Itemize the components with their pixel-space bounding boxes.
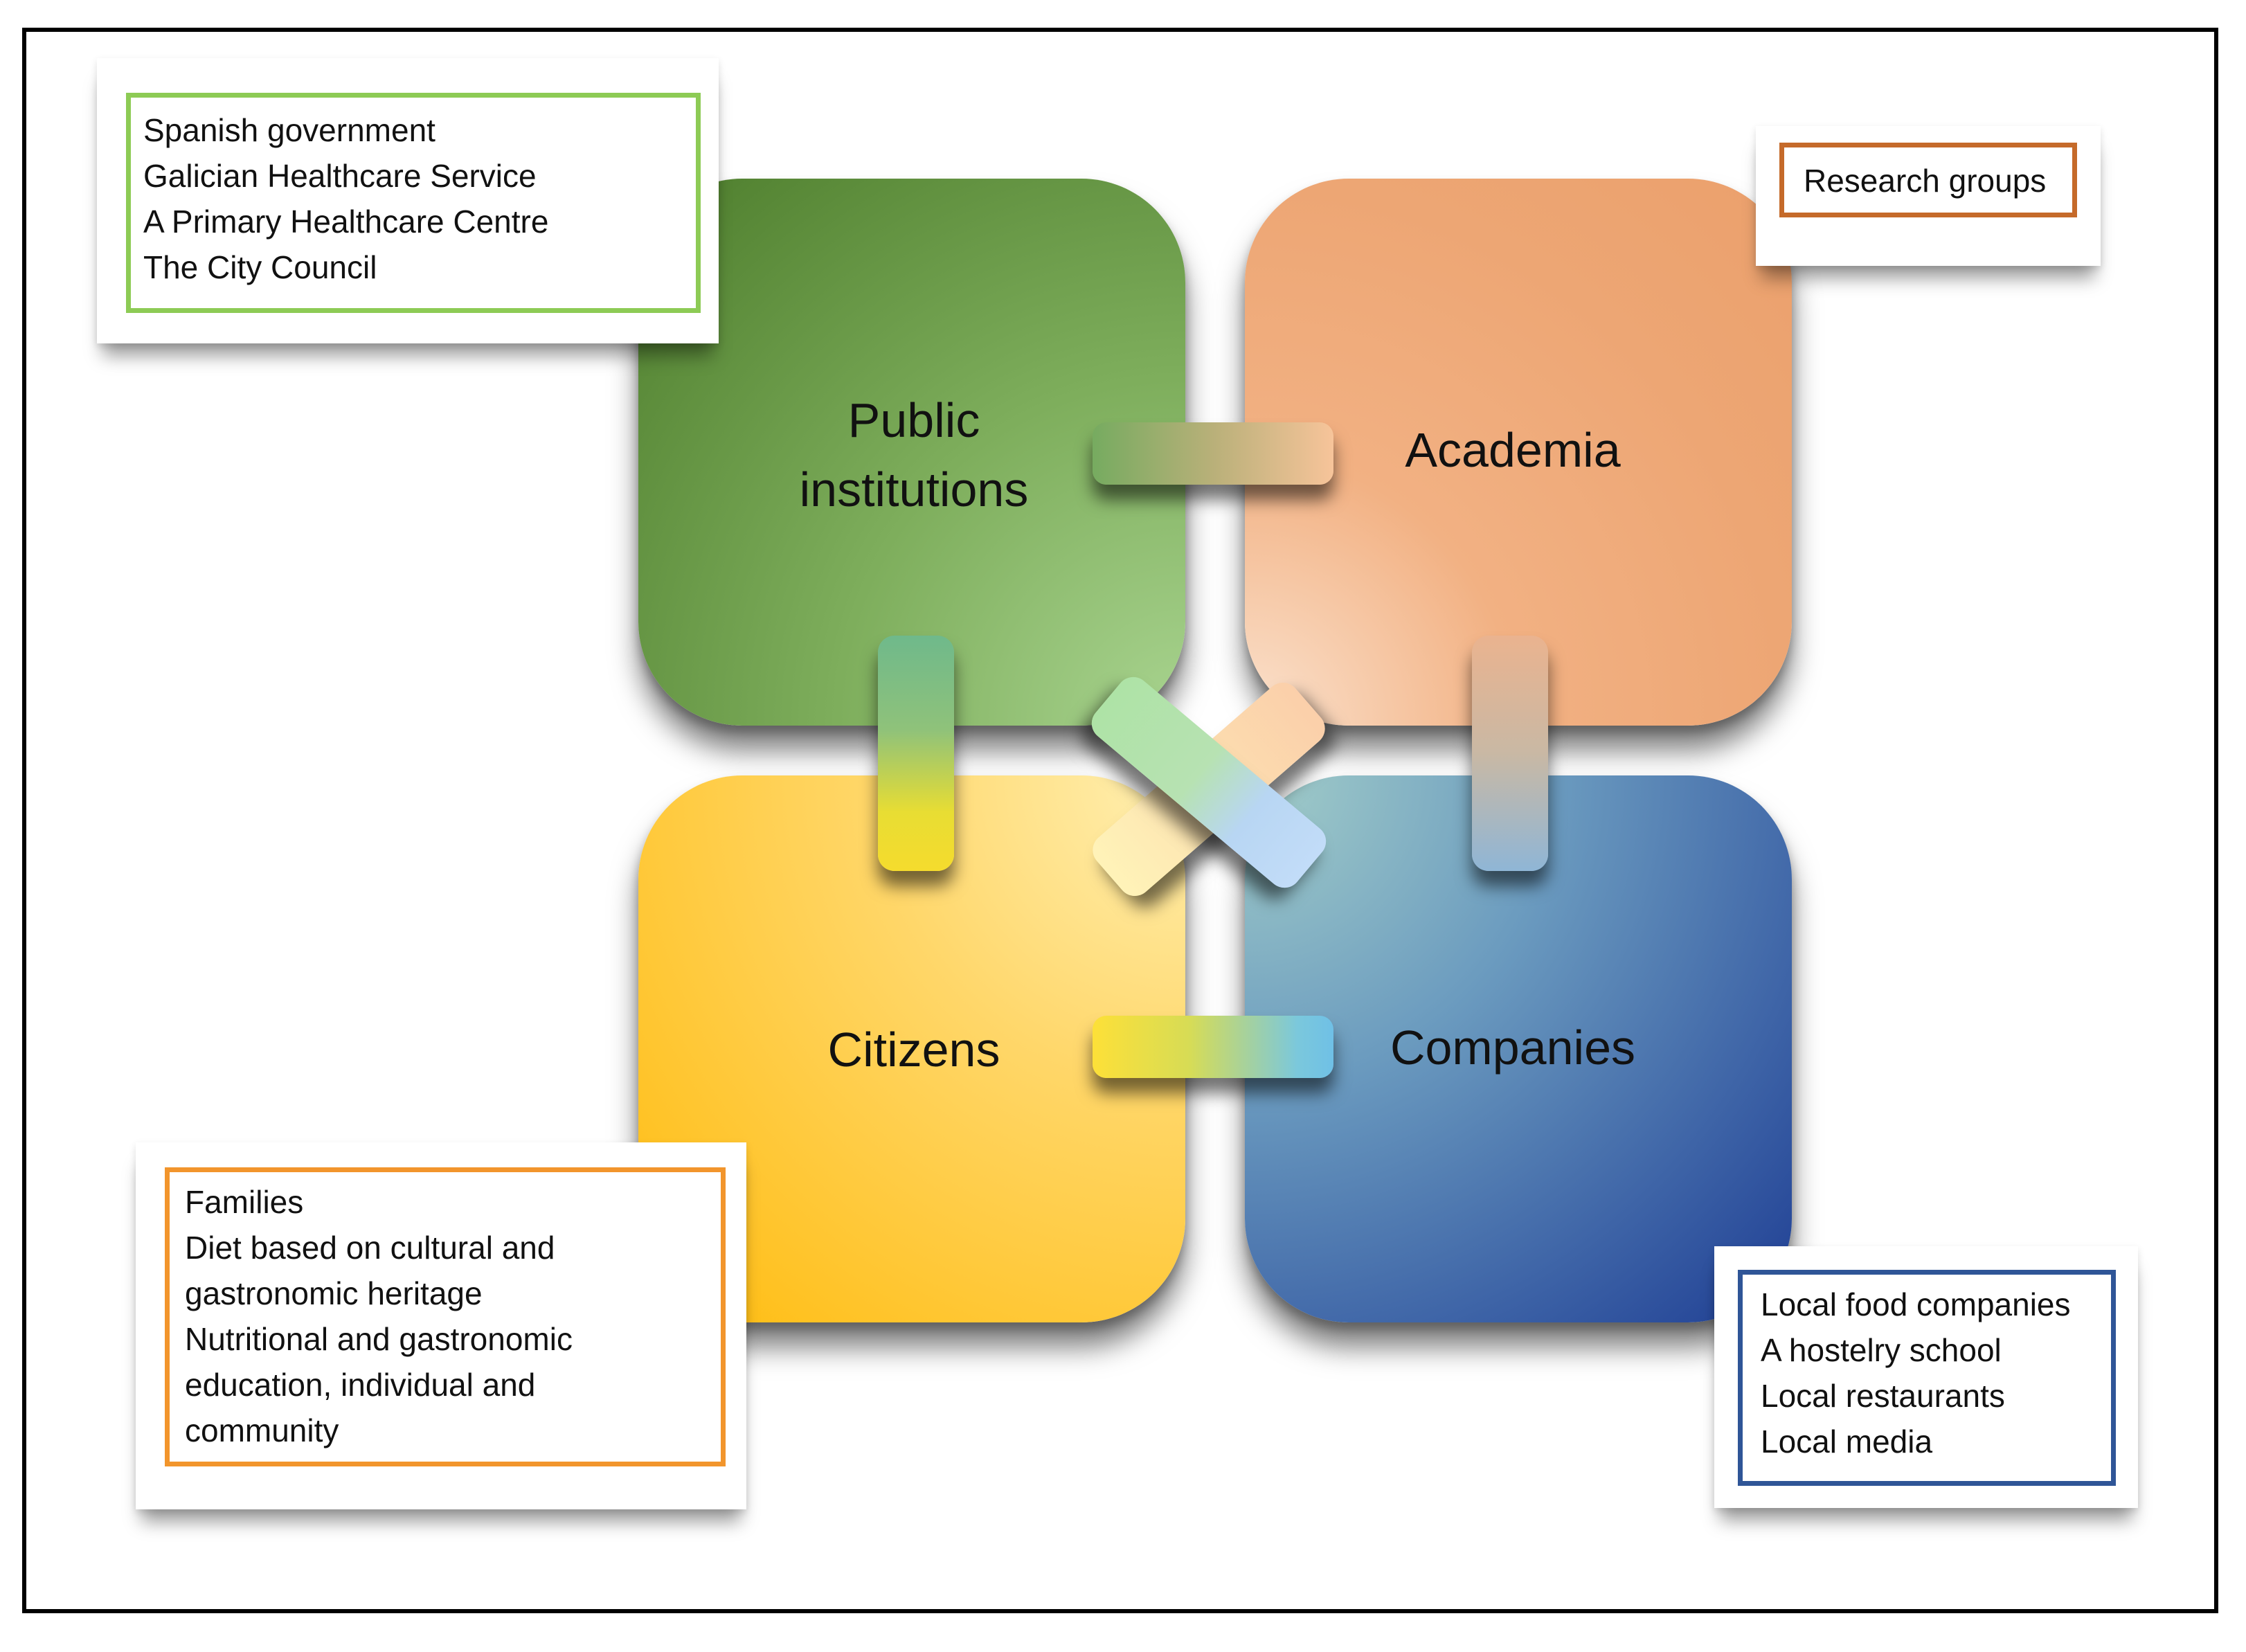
note-line: education, individual and xyxy=(185,1367,536,1403)
note-line: Research groups xyxy=(1804,163,2047,199)
label-citizens: Citizens xyxy=(827,1023,1000,1077)
note-line: Families xyxy=(185,1184,304,1220)
label-academia: Academia xyxy=(1405,423,1621,477)
note-line: Local restaurants xyxy=(1761,1378,2005,1414)
label-companies: Companies xyxy=(1390,1021,1636,1075)
note-line: A hostelry school xyxy=(1761,1332,2002,1368)
label-public-institutions: Public institutions xyxy=(799,393,1029,517)
note-line: community xyxy=(185,1412,339,1448)
connector-citizens-companies xyxy=(1093,1016,1333,1078)
connector-public-citizens xyxy=(878,636,954,871)
quadrant-academia xyxy=(1245,179,1792,726)
note-line: A Primary Healthcare Centre xyxy=(143,204,549,240)
note-line: Local food companies xyxy=(1761,1286,2071,1322)
note-line: Nutritional and gastronomic xyxy=(185,1321,573,1357)
note-companies: Local food companies A hostelry school L… xyxy=(1738,1270,2116,1486)
note-academia: Research groups xyxy=(1779,143,2077,217)
note-line: gastronomic heritage xyxy=(185,1275,483,1311)
note-line: Local media xyxy=(1761,1424,1933,1460)
connector-academia-companies xyxy=(1472,636,1548,871)
connector-public-academia xyxy=(1093,422,1333,485)
note-citizens: Families Diet based on cultural and gast… xyxy=(165,1167,726,1466)
note-public-institutions: Spanish government Galician Healthcare S… xyxy=(126,93,701,313)
note-line: The City Council xyxy=(143,249,377,285)
note-line: Spanish government xyxy=(143,112,435,148)
diagram-frame xyxy=(22,28,2218,1613)
note-line: Galician Healthcare Service xyxy=(143,158,537,194)
note-line: Diet based on cultural and xyxy=(185,1230,555,1266)
